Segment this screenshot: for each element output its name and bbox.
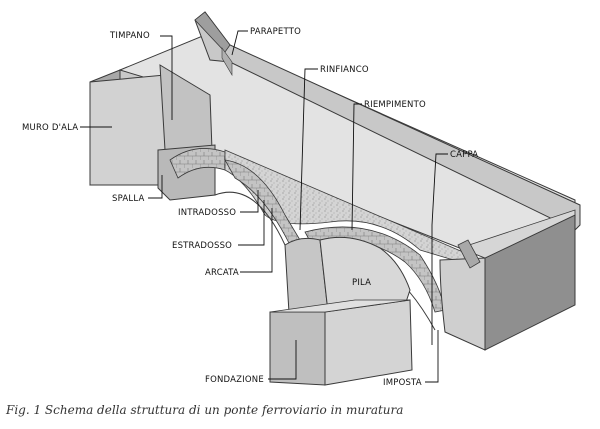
figure-caption: Fig. 1 Schema della struttura di un pont… [5, 403, 403, 417]
label-rinfianco-group: RINFIANCO [299, 65, 369, 231]
label-riempimento: RIEMPIMENTO [364, 100, 426, 110]
right-span-face [439, 257, 486, 351]
label-rinfianco: RINFIANCO [320, 65, 369, 75]
label-intradosso-group: INTRADOSSO [178, 190, 259, 218]
label-estradosso: ESTRADOSSO [172, 241, 232, 251]
label-pila: PILA [352, 278, 371, 288]
label-muro-dala-group: MURO D'ALA [22, 123, 112, 133]
label-imposta: IMPOSTA [383, 378, 422, 388]
label-fondazione-group: FONDAZIONE [205, 340, 297, 385]
foundation-front [269, 311, 326, 386]
label-arcata: ARCATA [205, 268, 239, 278]
label-estradosso-group: ESTRADOSSO [172, 200, 265, 251]
parapet-front-right [457, 239, 481, 269]
label-imposta-group: IMPOSTA [383, 330, 439, 388]
end-block-right-top [458, 209, 576, 259]
label-cappa: CAPPA [450, 150, 478, 160]
label-intradosso: INTRADOSSO [178, 208, 236, 218]
foundation-top [269, 299, 411, 313]
foundation-side [324, 299, 413, 386]
label-timpano: TIMPANO [109, 31, 150, 41]
arch-left-intrados [214, 191, 286, 246]
label-parapetto-group: PARAPETTO [231, 27, 301, 56]
label-muro-dala: MURO D'ALA [22, 123, 78, 133]
fill-riempimento [224, 149, 471, 266]
label-timpano-group: TIMPANO [109, 31, 173, 120]
label-riempimento-group: RIEMPIMENTO [351, 100, 426, 231]
parapet-back-top [194, 11, 231, 53]
label-parapetto: PARAPETTO [250, 27, 301, 37]
label-spalla-group: SPALLA [112, 175, 163, 204]
label-fondazione: FONDAZIONE [205, 375, 264, 385]
label-spalla: SPALLA [112, 194, 144, 204]
label-cappa-group: CAPPA [431, 150, 478, 345]
parapet-back-face [221, 47, 233, 77]
label-arcata-group: ARCATA [205, 208, 273, 278]
